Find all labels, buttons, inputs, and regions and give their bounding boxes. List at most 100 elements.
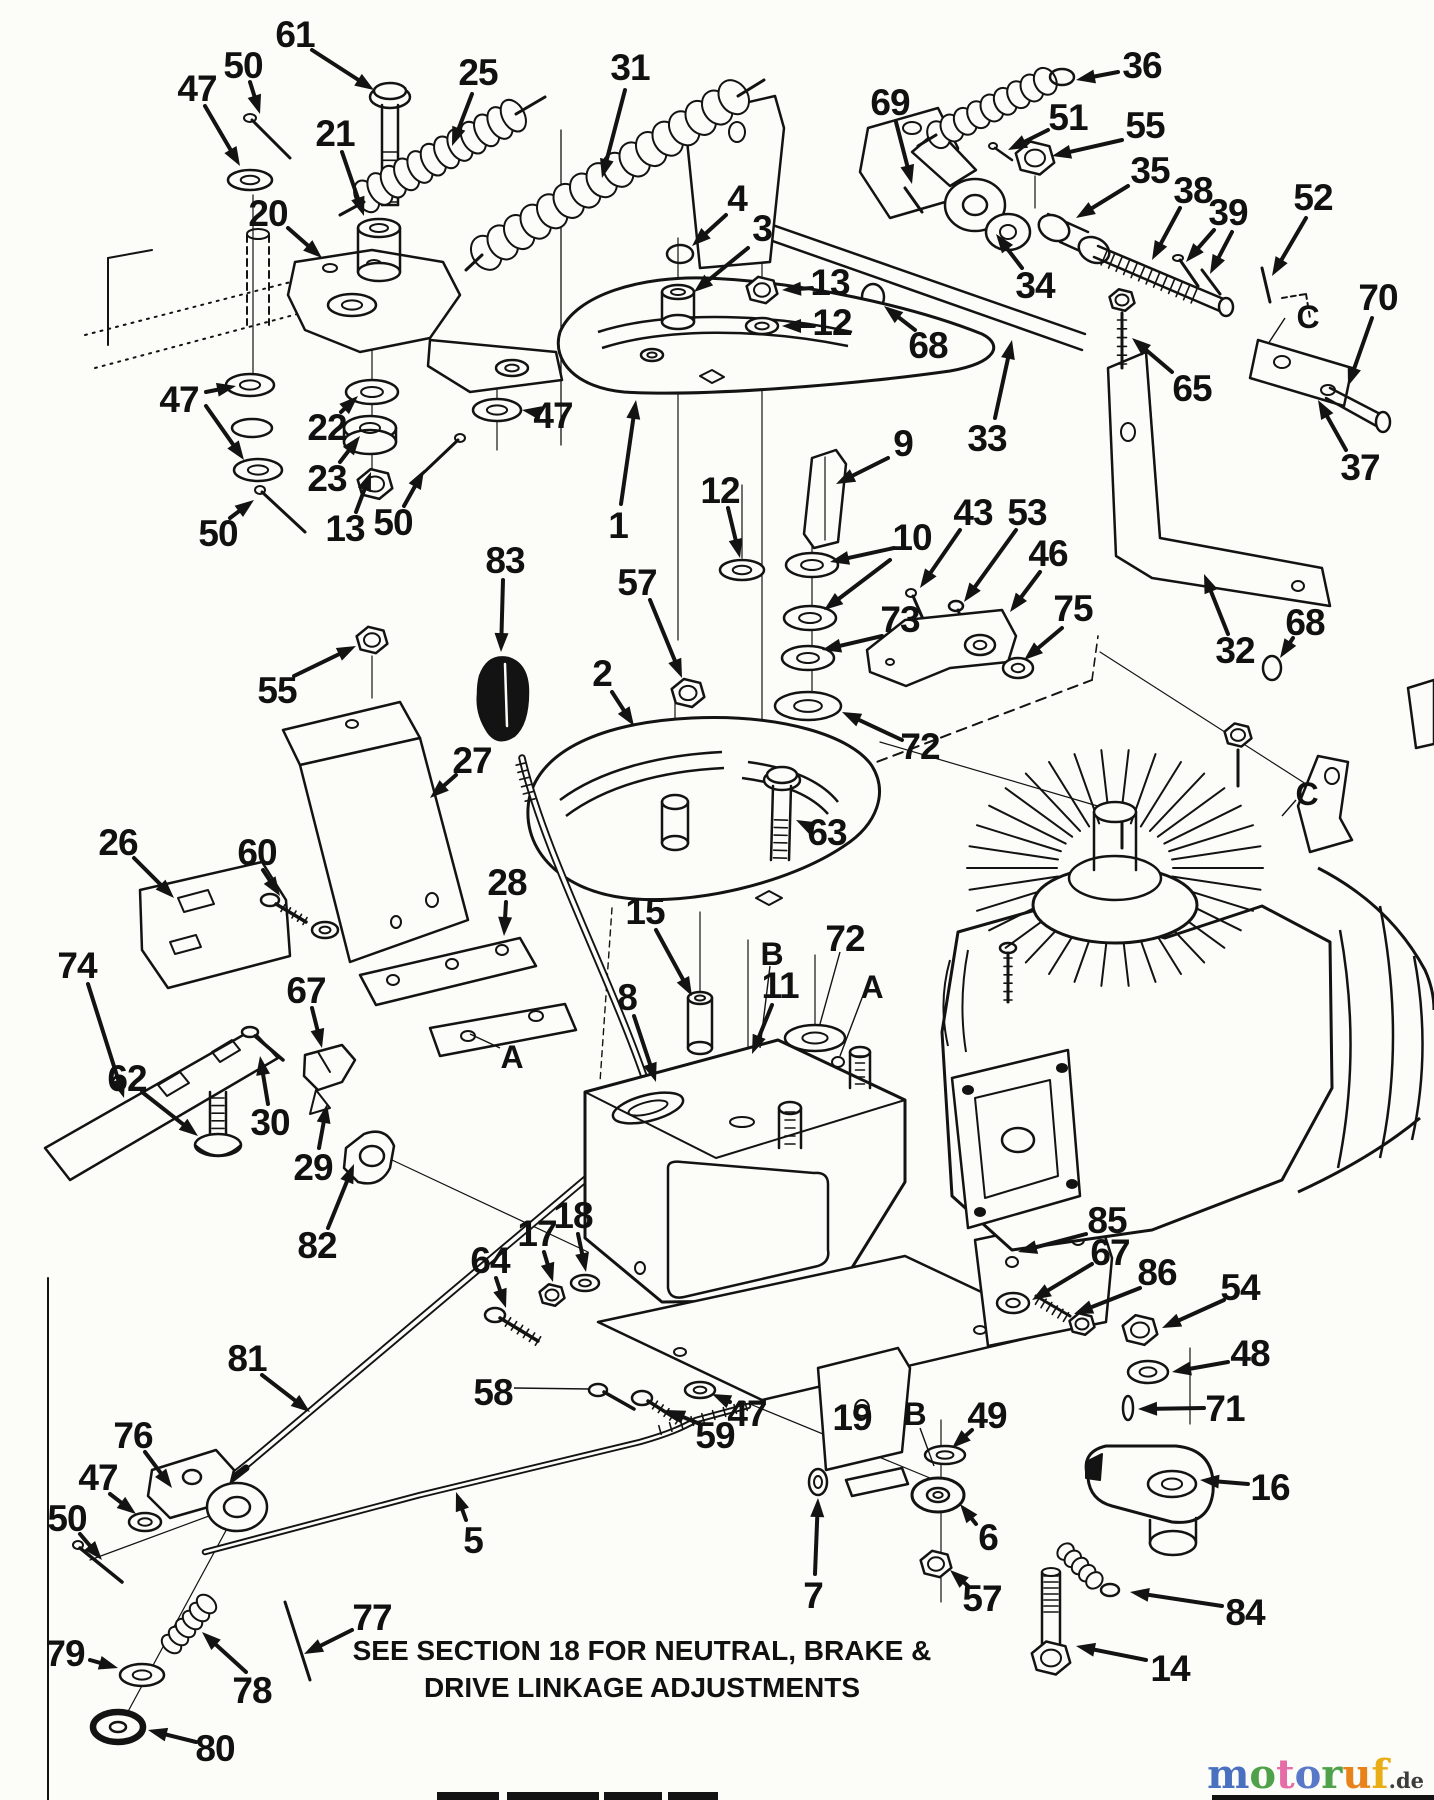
part-callout-81: 81 (227, 1338, 267, 1379)
part-callout-A: A (860, 969, 883, 1005)
part-callout-9: 9 (893, 423, 913, 464)
part-callout-6: 6 (978, 1517, 998, 1558)
part-callout-10: 10 (892, 517, 932, 558)
part-callout-8: 8 (617, 977, 637, 1018)
part-callout-29: 29 (293, 1147, 333, 1188)
part-callout-17: 17 (517, 1213, 556, 1254)
part-callout-34: 34 (1015, 265, 1056, 306)
part-callout-47: 47 (727, 1393, 766, 1434)
part-callout-55: 55 (1125, 105, 1165, 146)
part-callout-62: 62 (107, 1058, 147, 1099)
part-callout-82: 82 (297, 1225, 337, 1266)
part-callout-47: 47 (533, 395, 572, 436)
watermark-motoruf: motoruf.de (1207, 1751, 1424, 1798)
part-callout-21: 21 (315, 113, 355, 154)
part-callout-49: 49 (967, 1395, 1007, 1436)
part-callout-85: 85 (1087, 1200, 1127, 1241)
part-callout-36: 36 (1122, 45, 1162, 86)
part-callout-48: 48 (1230, 1333, 1270, 1374)
part-callout-C: C (1295, 776, 1318, 812)
part-callout-26: 26 (98, 822, 138, 863)
part-callout-32: 32 (1215, 630, 1255, 671)
part-callout-28: 28 (487, 862, 527, 903)
part-callout-76: 76 (113, 1415, 153, 1456)
part-callout-50: 50 (198, 513, 238, 554)
part-callout-57: 57 (617, 562, 656, 603)
part-callout-C: C (1296, 299, 1319, 335)
part-callout-68: 68 (1285, 602, 1325, 643)
diagram-linework (43, 66, 1434, 1800)
part-callout-47: 47 (159, 379, 198, 420)
part-callout-5: 5 (463, 1520, 483, 1561)
part-callout-13: 13 (810, 262, 850, 303)
part-callout-72: 72 (900, 726, 940, 767)
part-callout-43: 43 (953, 492, 993, 533)
part-callout-50: 50 (373, 502, 413, 543)
part-callout-47: 47 (177, 68, 216, 109)
note-line-1: SEE SECTION 18 FOR NEUTRAL, BRAKE & (353, 1635, 932, 1666)
part-callout-37: 37 (1340, 447, 1379, 488)
part-callout-67: 67 (286, 970, 325, 1011)
part-callout-4: 4 (727, 178, 748, 219)
part-callout-58: 58 (473, 1372, 513, 1413)
part-callout-51: 51 (1048, 97, 1088, 138)
part-callout-50: 50 (223, 45, 263, 86)
part-callout-63: 63 (807, 812, 847, 853)
part-callout-53: 53 (1007, 492, 1047, 533)
part-callout-84: 84 (1225, 1592, 1266, 1633)
part-callout-75: 75 (1053, 588, 1093, 629)
part-callout-50: 50 (47, 1498, 87, 1539)
part-callout-80: 80 (195, 1728, 235, 1769)
note-line-2: DRIVE LINKAGE ADJUSTMENTS (424, 1672, 860, 1703)
part-callout-22: 22 (307, 407, 347, 448)
part-callout-20: 20 (248, 193, 288, 234)
part-callout-19: 19 (832, 1397, 872, 1438)
part-callout-69: 69 (870, 82, 910, 123)
part-callout-35: 35 (1130, 150, 1170, 191)
part-callout-A: A (500, 1039, 523, 1075)
part-callout-71: 71 (1205, 1388, 1245, 1429)
part-callout-67: 67 (1090, 1232, 1129, 1273)
part-callout-31: 31 (610, 47, 650, 88)
part-callout-38: 38 (1173, 170, 1213, 211)
part-callout-79: 79 (45, 1633, 85, 1674)
part-callout-60: 60 (237, 832, 277, 873)
part-callout-55: 55 (257, 670, 297, 711)
part-callout-74: 74 (57, 945, 98, 986)
part-callout-73: 73 (880, 599, 920, 640)
part-callout-46: 46 (1028, 533, 1068, 574)
part-callout-39: 39 (1208, 192, 1248, 233)
part-callout-61: 61 (275, 14, 315, 55)
part-callout-52: 52 (1293, 177, 1333, 218)
part-callout-64: 64 (470, 1240, 511, 1281)
part-callout-72: 72 (825, 918, 865, 959)
part-callout-59: 59 (695, 1415, 735, 1456)
part-callout-23: 23 (307, 458, 347, 499)
part-callout-83: 83 (485, 540, 525, 581)
part-callout-12: 12 (700, 470, 740, 511)
part-callout-2: 2 (592, 653, 612, 694)
part-callout-25: 25 (458, 52, 498, 93)
part-callout-65: 65 (1172, 368, 1212, 409)
part-callout-33: 33 (967, 418, 1007, 459)
part-callout-68: 68 (908, 325, 948, 366)
part-callout-77: 77 (352, 1597, 391, 1638)
part-callout-12: 12 (812, 302, 852, 343)
part-callout-78: 78 (232, 1670, 272, 1711)
part-callout-3: 3 (752, 208, 772, 249)
part-callout-18: 18 (553, 1195, 593, 1236)
part-callout-15: 15 (625, 891, 665, 932)
part-callout-54: 54 (1220, 1267, 1261, 1308)
part-callout-B: B (903, 1396, 926, 1432)
part-callout-30: 30 (250, 1102, 290, 1143)
part-callout-70: 70 (1358, 277, 1398, 318)
part-callout-B: B (760, 936, 783, 972)
part-callout-13: 13 (325, 508, 365, 549)
part-callout-27: 27 (452, 740, 491, 781)
part-callout-57: 57 (962, 1578, 1001, 1619)
part-callout-16: 16 (1250, 1467, 1290, 1508)
part-callout-7: 7 (803, 1575, 823, 1616)
